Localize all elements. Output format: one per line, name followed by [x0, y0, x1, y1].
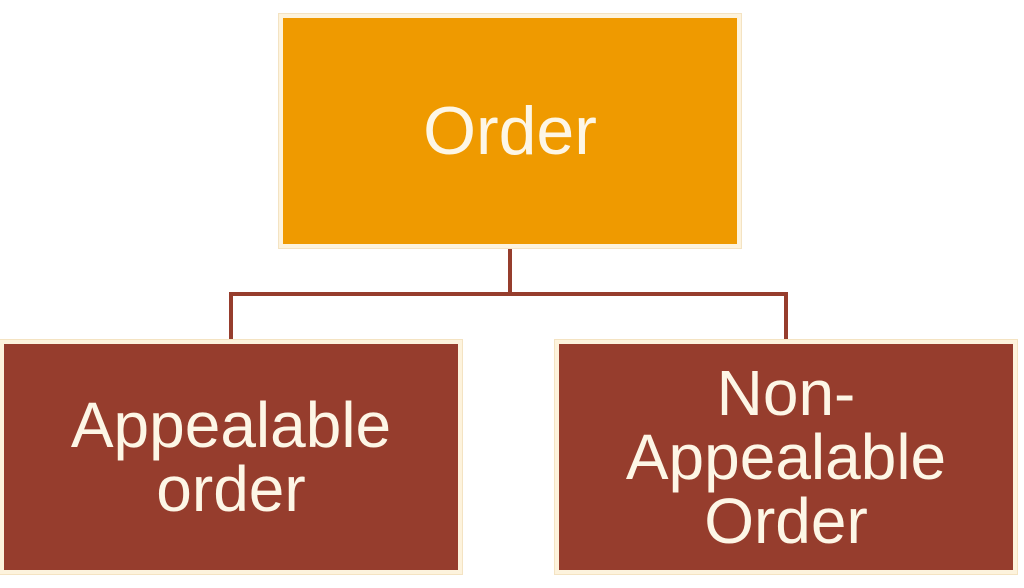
order-node: Order: [279, 14, 741, 248]
appealable-order-node: Appealable order: [0, 340, 462, 574]
order-node-label: Order: [423, 93, 597, 169]
appealable-order-node-label: Appealable order: [70, 389, 392, 525]
non-appealable-order-node-label: Non- Appealable Order: [625, 357, 947, 557]
non-appealable-order-node: Non- Appealable Order: [555, 340, 1017, 574]
